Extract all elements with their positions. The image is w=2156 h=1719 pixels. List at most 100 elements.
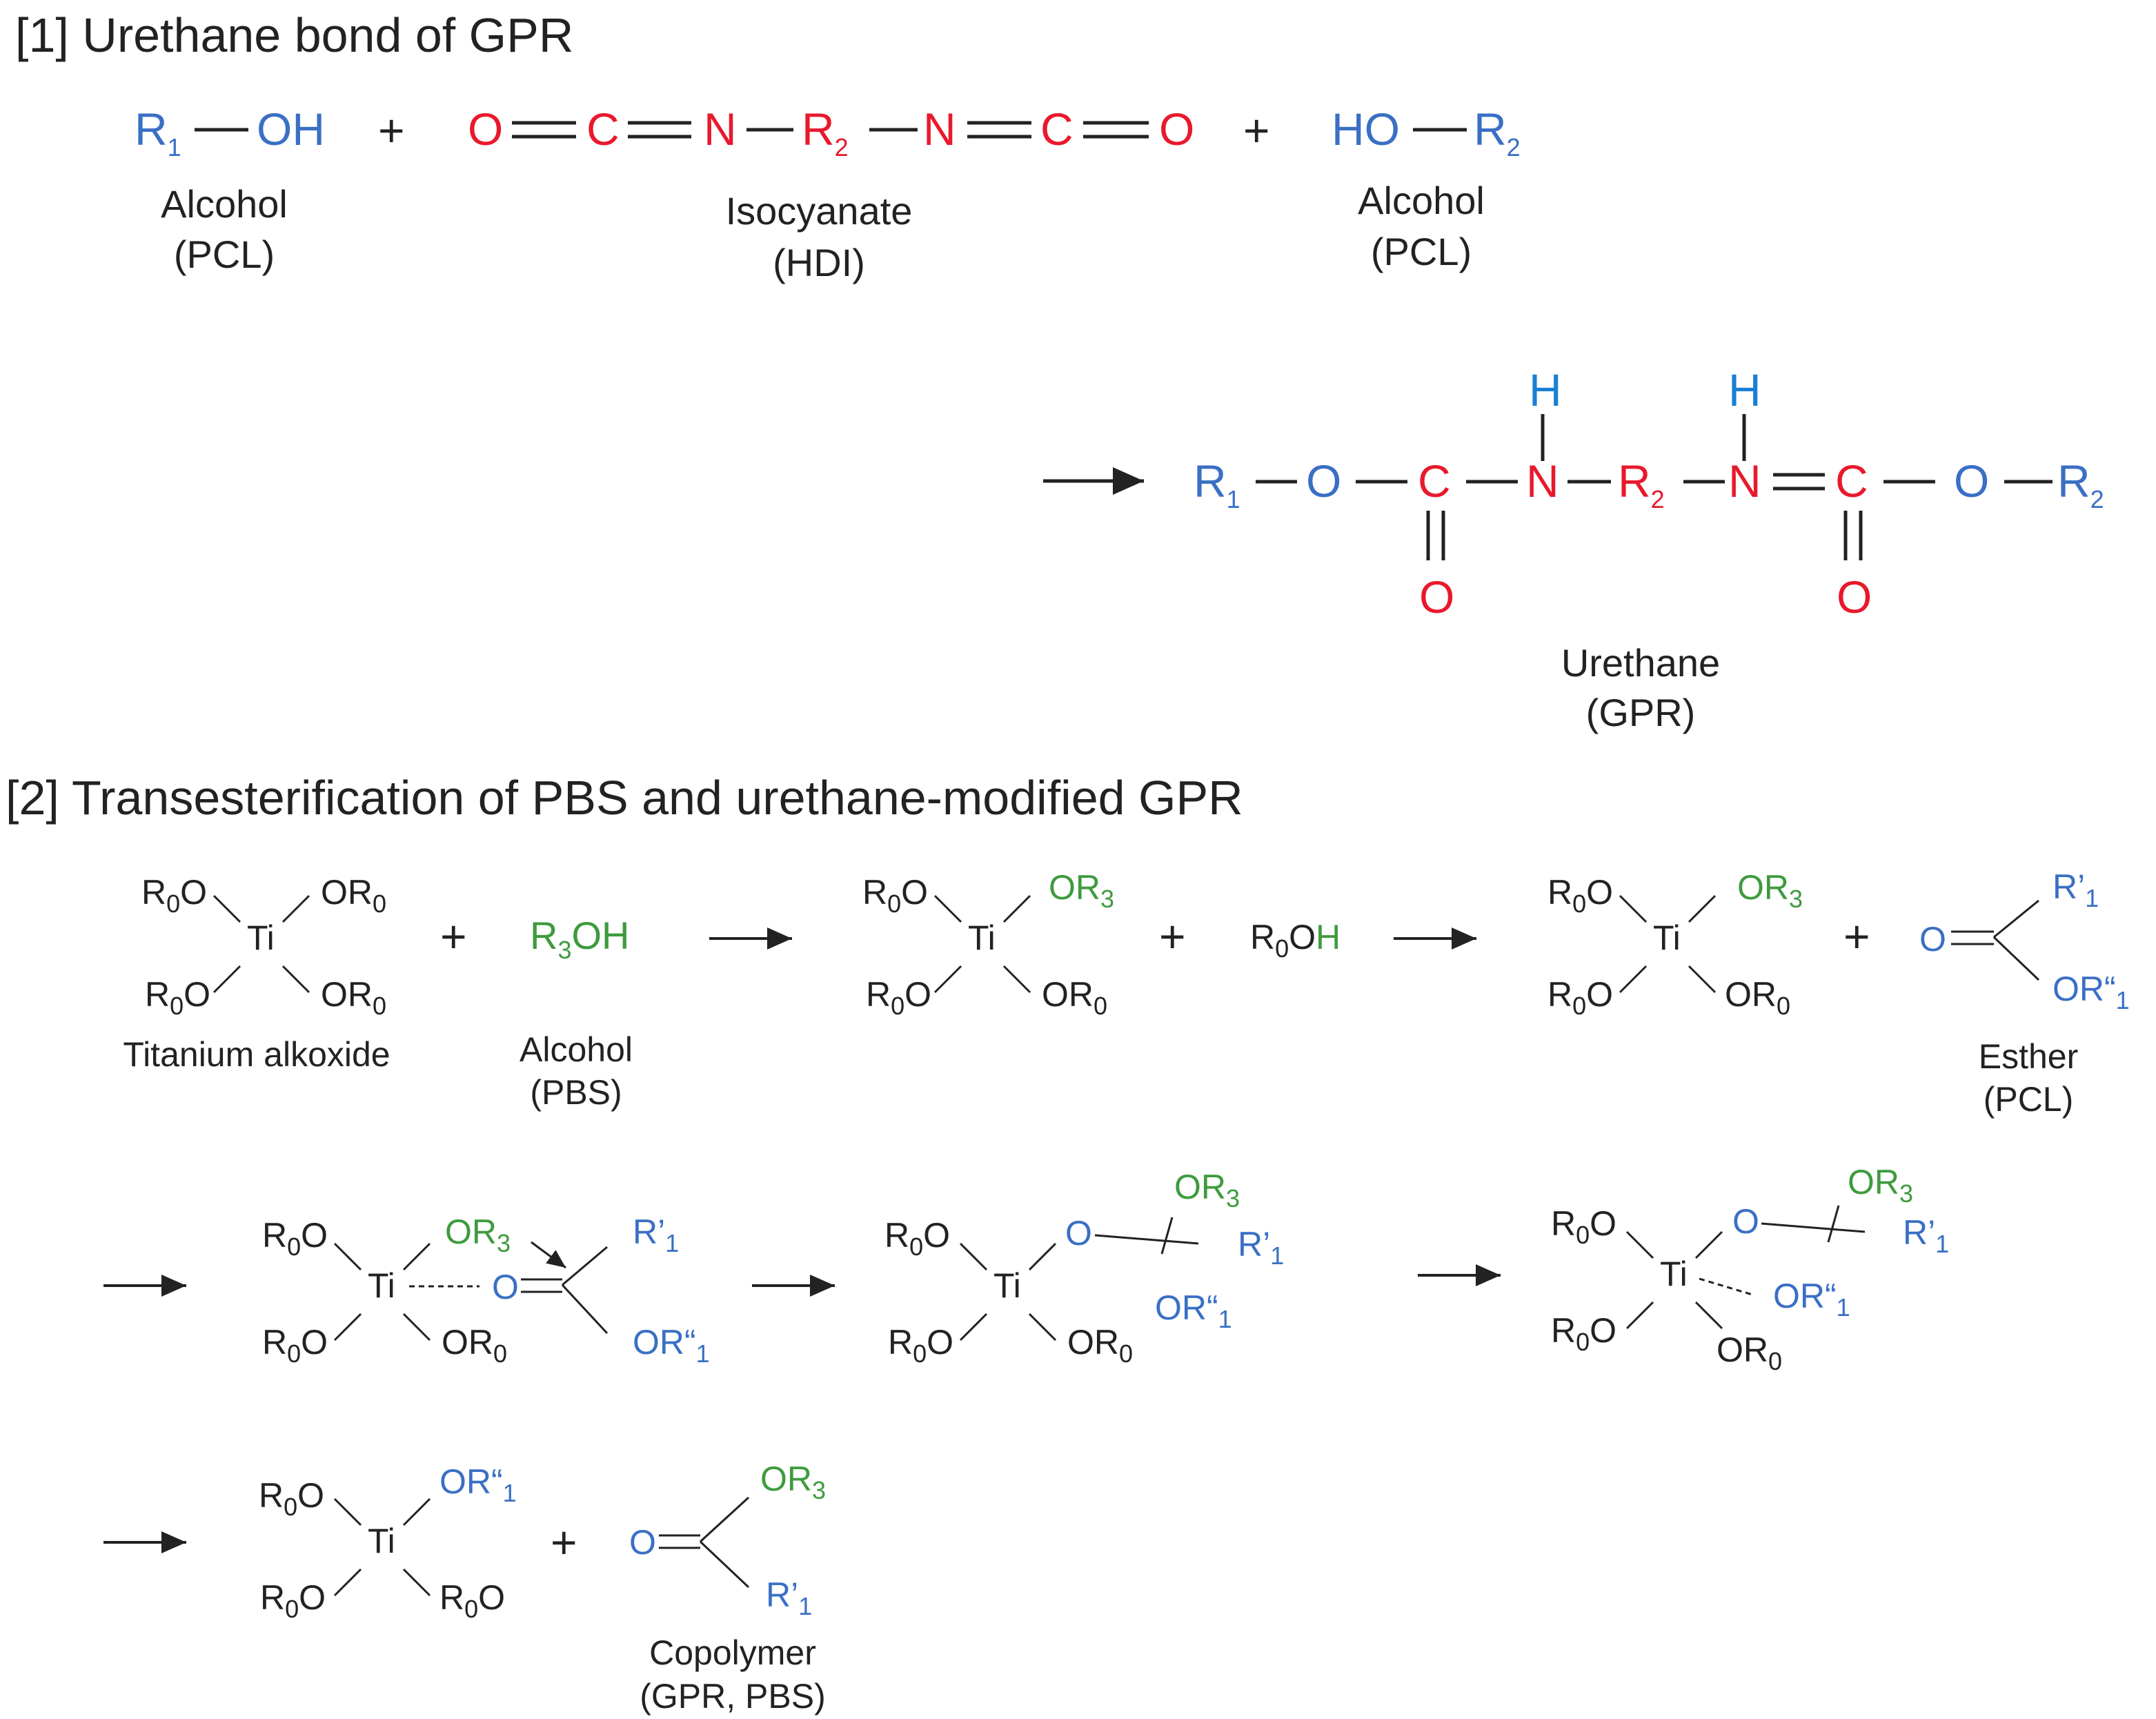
svg-text:OR0: OR0 (321, 873, 386, 918)
alcohol-left-label: Alcohol (161, 182, 288, 226)
svg-text:H: H (1728, 364, 1761, 415)
hdi-isocyanate-structure: O C N R2 N C O (468, 104, 1194, 161)
svg-text:N: N (1526, 455, 1559, 507)
ti-elimination-intermediate: Ti R0O R0O OR0 O OR3 R’1 OR“1 (1551, 1163, 1949, 1375)
svg-text:R0O: R0O (866, 975, 931, 1020)
ti-regenerated-catalyst: Ti R0O OR“1 R0O R0O (259, 1462, 517, 1623)
r0oh: R0OH (1250, 918, 1341, 963)
svg-text:HO: HO (1332, 104, 1400, 155)
svg-text:OR0: OR0 (442, 1323, 507, 1368)
svg-text:R2: R2 (1618, 455, 1665, 513)
ester-pcl-structure: O R’1 OR“1 (1919, 867, 2130, 1014)
svg-text:R’1: R’1 (1903, 1213, 1949, 1258)
plus-sign: + (440, 911, 467, 962)
svg-text:R0O: R0O (260, 1578, 326, 1623)
svg-text:C: C (586, 104, 620, 155)
svg-text:OR0: OR0 (321, 975, 386, 1020)
copolymer-label: Copolymer (649, 1633, 816, 1672)
svg-text:R0O: R0O (1551, 1204, 1616, 1249)
urethane-gpr-structure: R1 O C O N H R2 N H C O O R2 (1194, 364, 2104, 622)
svg-text:R0O: R0O (439, 1578, 505, 1623)
svg-text:OR0: OR0 (1725, 975, 1790, 1020)
svg-text:Ti: Ti (968, 919, 996, 957)
svg-text:R0O: R0O (141, 873, 207, 918)
urethane-label: Urethane (1561, 641, 1720, 685)
plus-sign: + (551, 1517, 577, 1568)
titanium-alkoxide-label: Titanium alkoxide (123, 1035, 390, 1074)
svg-text:O: O (468, 104, 503, 155)
svg-text:Ti: Ti (368, 1266, 395, 1305)
alcohol-left-sub: (PCL) (174, 233, 275, 276)
alcohol-ho-r2: HO R2 (1332, 104, 1521, 161)
alcohol-r1-oh: R1 OH (135, 104, 325, 161)
svg-text:R2: R2 (802, 104, 849, 161)
plus-sign: + (1843, 911, 1870, 962)
ti-coordination-complex: Ti R0O OR3 R0O OR0 O R’1 OR“1 (262, 1212, 710, 1368)
svg-text:H: H (1529, 364, 1562, 415)
svg-text:R0O: R0O (862, 873, 928, 918)
isocyanate-sub: (HDI) (773, 241, 865, 284)
ti-tetrahedral-intermediate: Ti R0O R0O OR0 O OR3 R’1 OR“1 (884, 1168, 1284, 1368)
plus-sign: + (1243, 105, 1270, 156)
svg-text:O: O (1159, 104, 1194, 155)
svg-text:R0O: R0O (888, 1323, 953, 1368)
section1-title: [1] Urethane bond of GPR (15, 8, 573, 62)
ti-or3-intermediate-2: Ti R0O OR3 R0O OR0 (1547, 868, 1803, 1020)
svg-text:OR“1: OR“1 (633, 1323, 710, 1368)
svg-text:OR3: OR3 (445, 1212, 511, 1257)
svg-text:O: O (1837, 571, 1872, 622)
svg-text:R1: R1 (135, 104, 181, 161)
svg-text:OR0: OR0 (1067, 1323, 1133, 1368)
alcohol-pbs-label: Alcohol (520, 1030, 633, 1069)
svg-text:OR0: OR0 (1042, 975, 1107, 1020)
titanium-alkoxide-structure: Ti R0O OR0 R0O OR0 (141, 873, 386, 1020)
svg-text:Ti: Ti (993, 1266, 1021, 1305)
svg-text:R2: R2 (2057, 455, 2104, 513)
svg-text:N: N (704, 104, 737, 155)
svg-text:OR3: OR3 (1737, 868, 1803, 913)
svg-text:R’1: R’1 (2053, 867, 2099, 912)
svg-text:R’1: R’1 (1238, 1225, 1284, 1270)
svg-text:Ti: Ti (368, 1522, 395, 1560)
svg-text:OH: OH (257, 104, 325, 155)
urethane-sub: (GPR) (1586, 691, 1696, 734)
svg-text:R0O: R0O (884, 1216, 950, 1261)
svg-text:C: C (1835, 455, 1868, 507)
svg-text:O: O (1919, 920, 1946, 959)
plus-sign: + (378, 105, 405, 156)
svg-text:R0O: R0O (1547, 975, 1613, 1020)
svg-text:O: O (1306, 455, 1341, 507)
alcohol-right-label: Alcohol (1358, 179, 1485, 222)
r3oh-alcohol: R3OH (530, 914, 629, 964)
svg-text:OR“1: OR“1 (1155, 1288, 1232, 1333)
svg-text:C: C (1418, 455, 1451, 507)
svg-text:Ti: Ti (247, 919, 275, 957)
svg-text:Ti: Ti (1653, 919, 1681, 957)
ester-sub: (PCL) (1984, 1080, 2074, 1119)
svg-text:Ti: Ti (1660, 1255, 1688, 1293)
ti-or3-intermediate: Ti R0O OR3 R0O OR0 (862, 868, 1114, 1020)
svg-text:O: O (629, 1523, 656, 1562)
svg-text:O: O (492, 1268, 519, 1306)
svg-text:OR“1: OR“1 (2053, 970, 2130, 1014)
svg-text:N: N (923, 104, 956, 155)
svg-text:C: C (1040, 104, 1074, 155)
ester-label: Esther (1979, 1037, 2079, 1076)
section2-title: [2] Transesterification of PBS and ureth… (6, 771, 1243, 825)
svg-text:R’1: R’1 (633, 1212, 679, 1257)
isocyanate-label: Isocyanate (726, 189, 913, 233)
plus-sign: + (1159, 911, 1186, 962)
svg-text:R0O: R0O (1547, 873, 1613, 918)
svg-text:O: O (1065, 1214, 1092, 1253)
svg-text:OR3: OR3 (1174, 1168, 1240, 1212)
svg-text:R2: R2 (1474, 104, 1521, 161)
svg-text:OR3: OR3 (760, 1460, 826, 1504)
svg-text:R’1: R’1 (766, 1575, 812, 1620)
svg-text:O: O (1954, 455, 1989, 507)
svg-text:O: O (1732, 1202, 1759, 1241)
svg-text:R0O: R0O (259, 1476, 324, 1521)
copolymer-sub: (GPR, PBS) (640, 1677, 825, 1716)
svg-text:R0O: R0O (145, 975, 210, 1020)
svg-text:R0O: R0O (262, 1216, 328, 1261)
